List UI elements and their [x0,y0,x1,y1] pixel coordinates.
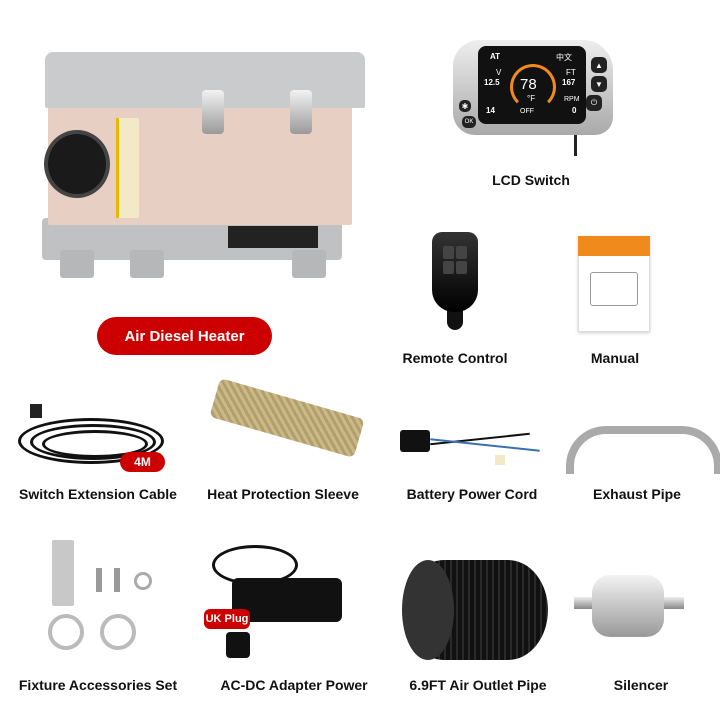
heater-foot [292,250,326,278]
heat-protection-sleeve-label: Heat Protection Sleeve [207,486,359,502]
lcd-language: 中文 [556,53,572,62]
lcd-temperature-unit: °F [527,94,536,103]
adapter-brick [232,578,342,622]
heater-bottom-unit [228,226,318,248]
remote-control-label: Remote Control [402,350,508,366]
lcd-screen: AT 中文 V 12.5 FT 167 78 °F OFF 14 RPM 0 [478,46,586,124]
fixture-accessories-label: Fixture Accessories Set [18,677,178,693]
lcd-voltage: 12.5 [484,78,500,87]
hose-clamp [100,614,136,650]
silencer-label: Silencer [613,677,669,693]
heat-protection-sleeve-image [209,378,365,458]
lcd-temperature: 78 [520,76,537,93]
heater-foot [130,250,164,278]
lcd-mode: AT [490,52,501,61]
plug-icon [400,430,430,452]
lcd-switch-label: LCD Switch [492,172,570,188]
ac-dc-adapter-label: AC-DC Adapter Power [220,677,368,693]
silencer-image [592,575,664,637]
light-button[interactable]: ✱ [459,100,471,112]
heater-foot [60,250,94,278]
battery-power-cord-label: Battery Power Cord [406,486,538,502]
air-outlet-pipe-label: 6.9FT Air Outlet Pipe [409,677,547,693]
heater-air-outlet [44,130,110,198]
heater-label-sticker [116,118,139,218]
connector-icon [30,404,42,418]
remote-control-image [432,232,478,312]
latch-icon [290,90,312,134]
exhaust-pipe-image [566,426,720,474]
lcd-voltage-unit: V [496,68,502,77]
lcd-altitude-unit: FT [566,68,576,77]
uk-plug-icon [226,632,250,658]
plug-type-badge: UK Plug [204,609,250,629]
power-button[interactable]: ⏻ [586,95,602,111]
down-arrow-button[interactable]: ▼ [591,76,607,92]
lcd-rpm-unit: RPM [564,96,580,103]
lcd-state: OFF [520,108,534,115]
remote-keyring [447,310,463,330]
lcd-rpm: 0 [572,106,577,115]
latch-icon [202,90,224,134]
manual-header [578,236,650,256]
ok-button[interactable]: OK [462,116,476,128]
air-outlet-pipe-opening [402,560,454,660]
lcd-left-value: 14 [486,106,495,115]
main-product-badge: Air Diesel Heater [97,317,272,355]
lcd-altitude: 167 [562,78,576,87]
manual-cover-illustration [590,272,638,306]
hose-clamp [48,614,84,650]
lcd-cable [574,134,577,156]
manual-label: Manual [590,350,640,366]
exhaust-pipe-label: Exhaust Pipe [593,486,681,502]
up-arrow-button[interactable]: ▲ [591,57,607,73]
bracket [52,540,74,606]
switch-extension-cable-label: Switch Extension Cable [19,486,177,502]
length-badge: 4M [120,452,165,472]
